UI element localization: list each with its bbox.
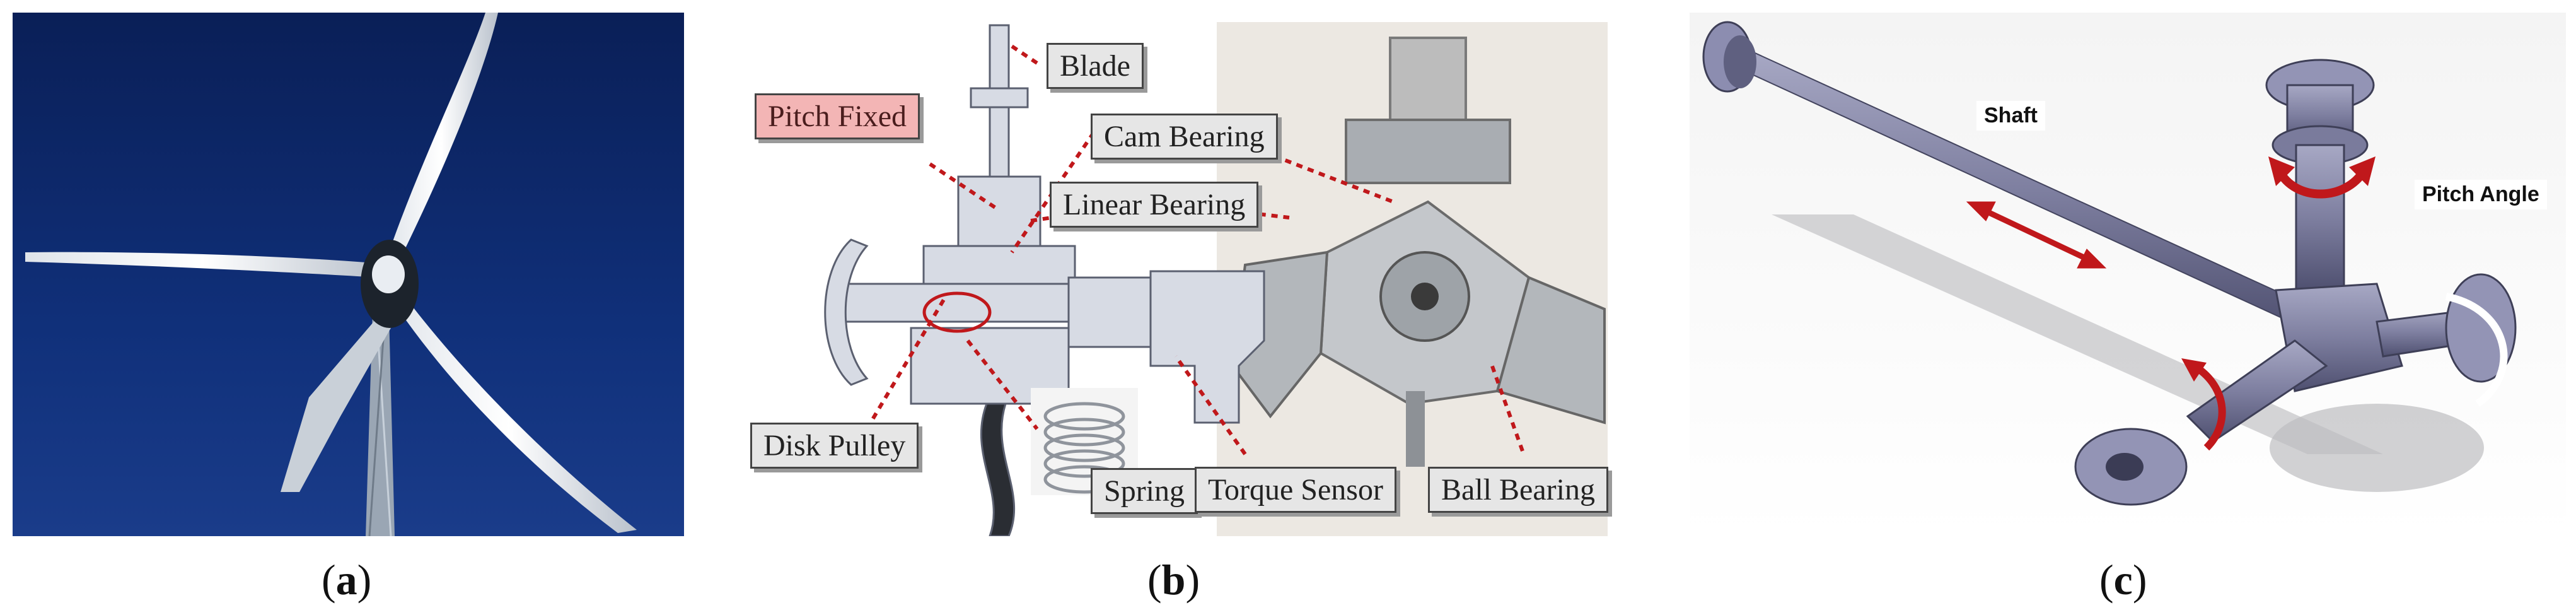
label-linear-bearing: Linear Bearing: [1050, 182, 1259, 228]
pitch-rotation-arrow-top: [2275, 168, 2368, 199]
label-blade: Blade: [1047, 43, 1144, 90]
caption-a: (a): [322, 556, 372, 604]
turbine-illustration: [13, 13, 684, 536]
label-disk-pulley: Disk Pulley: [750, 423, 919, 469]
panel-c-shaft-render: Shaft Pitch Angle: [1690, 13, 2566, 536]
rotation-arrow-white: [2445, 293, 2508, 407]
blade-left: [25, 252, 381, 278]
hub-photo: [1231, 37, 1606, 467]
label-cam-bearing: Cam Bearing: [1091, 114, 1278, 160]
hub: [372, 255, 405, 293]
caption-c: (c): [2099, 556, 2147, 604]
cad-section: [824, 24, 1265, 536]
label-torque-sensor: Torque Sensor: [1195, 467, 1396, 513]
label-shaft: Shaft: [1976, 101, 2045, 131]
caption-b: (b): [1147, 556, 1200, 604]
pitch-rotation-arrow-bottom: [2191, 362, 2226, 451]
shaft-render: [1690, 13, 2566, 536]
blade-top: [385, 13, 498, 271]
label-pitch-angle: Pitch Angle: [2415, 180, 2547, 209]
label-ball-bearing: Ball Bearing: [1428, 467, 1608, 513]
mechanism-drawing: [824, 22, 1608, 536]
upper-pitch-arm: [2265, 59, 2375, 291]
panel-a-turbine-photo: [13, 13, 684, 536]
label-spring: Spring: [1091, 468, 1198, 515]
tail-vane: [281, 309, 391, 492]
label-pitch-fixed: Pitch Fixed: [755, 93, 920, 140]
panel-b-mechanism: Blade Pitch Fixed Cam Bearing Linear Bea…: [741, 13, 1614, 536]
shaft-translation-arrow: [1966, 201, 2107, 269]
